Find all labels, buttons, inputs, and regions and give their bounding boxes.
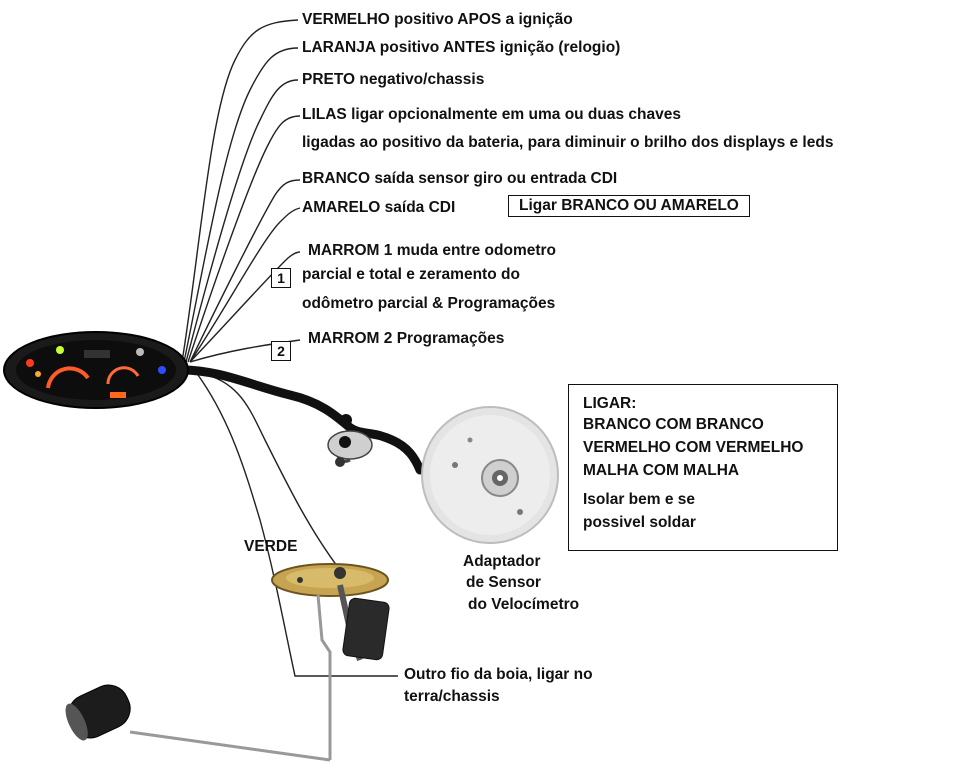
label-marrom2: MARROM 2 Programações [308,330,505,347]
label-boia-line2: terra/chassis [404,688,500,705]
ligar-note-line2: possivel soldar [583,514,696,531]
ligar-line-vermelho: VERMELHO COM VERMELHO [583,439,804,456]
badge-1: 1 [271,268,291,288]
label-adapter-line3: do Velocímetro [468,596,580,613]
ligar-branco-amarelo-box: Ligar BRANCO OU AMARELO [508,195,750,217]
label-verde: VERDE [244,538,298,555]
label-boia-line1: Outro fio da boia, ligar no [404,666,593,683]
wire-boia [197,374,398,677]
wire-amarelo [189,207,301,363]
label-amarelo: AMARELO saída CDI [302,199,456,216]
dashboard-cluster [3,331,189,409]
wire-verde [195,371,341,571]
wire-preto [185,79,299,363]
label-laranja: LARANJA positivo ANTES ignição (relogio) [302,39,621,56]
ligar-title: LIGAR: [583,395,637,412]
ligar-instructions-box: LIGAR: BRANCO COM BRANCO VERMELHO COM VE… [568,384,838,551]
wire-lilas [187,115,301,363]
label-marrom1-line1: MARROM 1 muda entre odometro [308,242,557,259]
label-marrom1-line3: odômetro parcial & Programações [302,295,556,312]
ligar-note-line1: Isolar bem e se [583,491,696,508]
label-branco: BRANCO saída sensor giro ou entrada CDI [302,170,618,187]
label-vermelho: VERMELHO positivo APOS a ignição [302,11,573,28]
fuel-float-sender [65,563,390,762]
label-adapter-line1: Adaptador [463,553,541,570]
label-adapter-line2: de Sensor [466,574,541,591]
wire-vermelho [181,19,299,363]
sensor-cable [177,365,425,475]
label-preto: PRETO negativo/chassis [302,71,485,88]
ligar-line-branco: BRANCO COM BRANCO [583,416,764,433]
label-lilas-line2: ligadas ao positivo da bateria, para dim… [302,134,834,151]
label-lilas-line1: LILAS ligar opcionalmente em uma ou duas… [302,106,681,123]
label-marrom1-line2: parcial e total e zeramento do [302,266,520,283]
wire-laranja [183,47,299,363]
wire-branco [189,179,301,363]
ligar-line-malha: MALHA COM MALHA [583,462,740,479]
speed-sensor-adapter [421,406,559,544]
wire-marrom1 [189,251,301,363]
cable-connector [327,414,373,467]
badge-2: 2 [271,341,291,361]
wire-fan [181,19,398,677]
